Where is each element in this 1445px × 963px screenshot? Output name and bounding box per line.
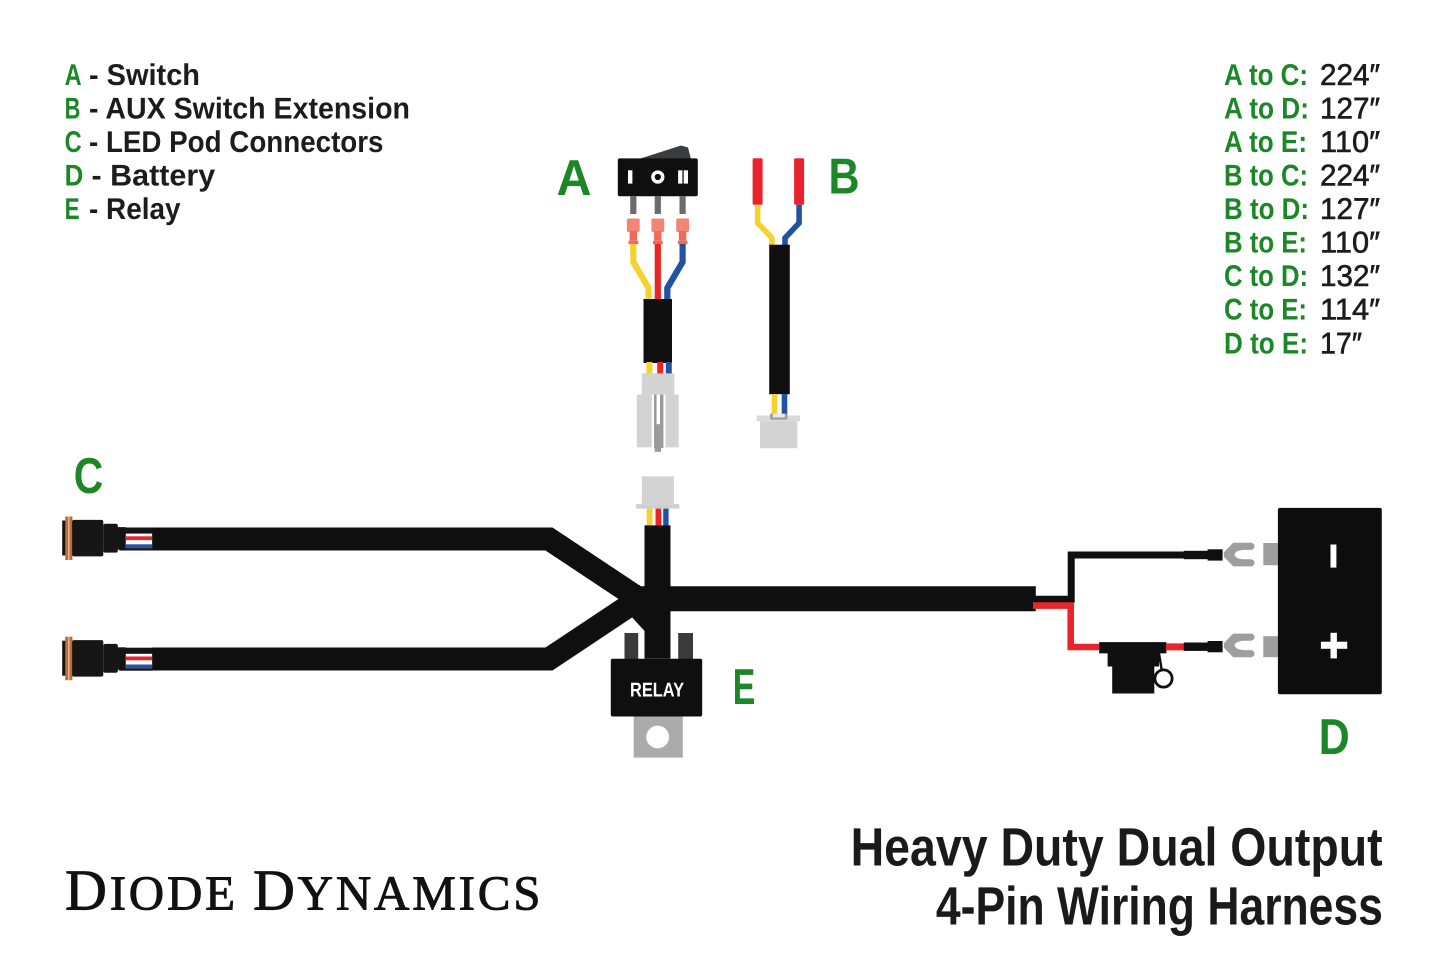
svg-text:114″: 114″ xyxy=(1320,294,1380,327)
svg-text:17″: 17″ xyxy=(1320,327,1362,360)
svg-text:- Battery: - Battery xyxy=(92,160,216,193)
svg-text:A to D:: A to D: xyxy=(1224,92,1309,125)
svg-text:D to E:: D to E: xyxy=(1224,327,1308,360)
svg-text:C to E:: C to E: xyxy=(1224,294,1307,327)
svg-text:Heavy Duty Dual Output: Heavy Duty Dual Output xyxy=(851,817,1383,877)
svg-text:224″: 224″ xyxy=(1320,160,1380,193)
svg-text:110″: 110″ xyxy=(1320,126,1380,159)
svg-text:C to D:: C to D: xyxy=(1224,260,1308,293)
svg-text:B: B xyxy=(829,148,860,205)
svg-text:DIODE DYNAMICS: DIODE DYNAMICS xyxy=(65,858,543,923)
svg-text:110″: 110″ xyxy=(1320,227,1380,260)
svg-text:B to D:: B to D: xyxy=(1224,193,1309,226)
svg-text:127″: 127″ xyxy=(1320,92,1380,125)
svg-text:C: C xyxy=(65,126,82,159)
svg-text:D: D xyxy=(65,160,84,193)
svg-text:E: E xyxy=(733,658,756,715)
svg-text:- Relay: - Relay xyxy=(89,193,181,226)
svg-text:- AUX Switch Extension: - AUX Switch Extension xyxy=(89,92,410,125)
svg-text:A: A xyxy=(557,149,592,206)
svg-text:B: B xyxy=(65,92,81,125)
svg-text:- Switch: - Switch xyxy=(89,59,200,92)
svg-text:B to C:: B to C: xyxy=(1224,160,1308,193)
svg-text:224″: 224″ xyxy=(1320,59,1380,92)
svg-text:- LED Pod Connectors: - LED Pod Connectors xyxy=(89,126,384,159)
svg-text:RELAY: RELAY xyxy=(630,679,685,701)
svg-text:B to E:: B to E: xyxy=(1224,227,1307,260)
svg-text:127″: 127″ xyxy=(1320,193,1380,226)
svg-text:C: C xyxy=(74,447,104,504)
svg-text:E: E xyxy=(65,193,80,226)
svg-text:A: A xyxy=(65,59,82,92)
svg-text:132″: 132″ xyxy=(1320,260,1380,293)
svg-text:4-Pin Wiring Harness: 4-Pin Wiring Harness xyxy=(936,876,1383,936)
svg-text:D: D xyxy=(1319,708,1350,765)
svg-text:A to E:: A to E: xyxy=(1224,126,1307,159)
svg-text:A to C:: A to C: xyxy=(1224,59,1308,92)
